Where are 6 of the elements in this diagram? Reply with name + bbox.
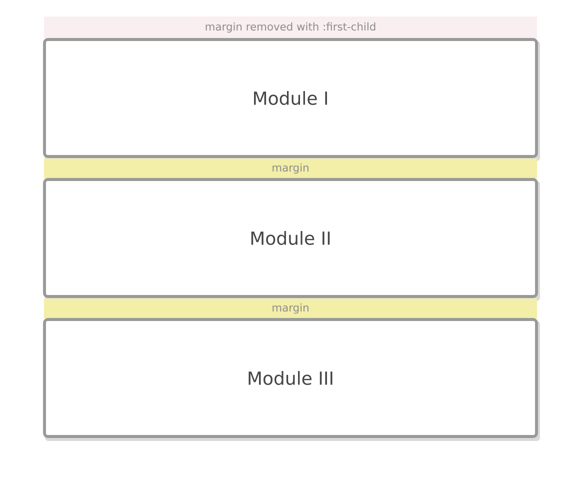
module-box: Module III (43, 318, 540, 441)
margin-band: margin (44, 158, 537, 178)
module-box: Module II (43, 178, 540, 301)
margin-band: margin removed with :first-child (44, 16, 537, 38)
margin-band: margin (44, 298, 537, 318)
module-box: Module I (43, 38, 540, 161)
